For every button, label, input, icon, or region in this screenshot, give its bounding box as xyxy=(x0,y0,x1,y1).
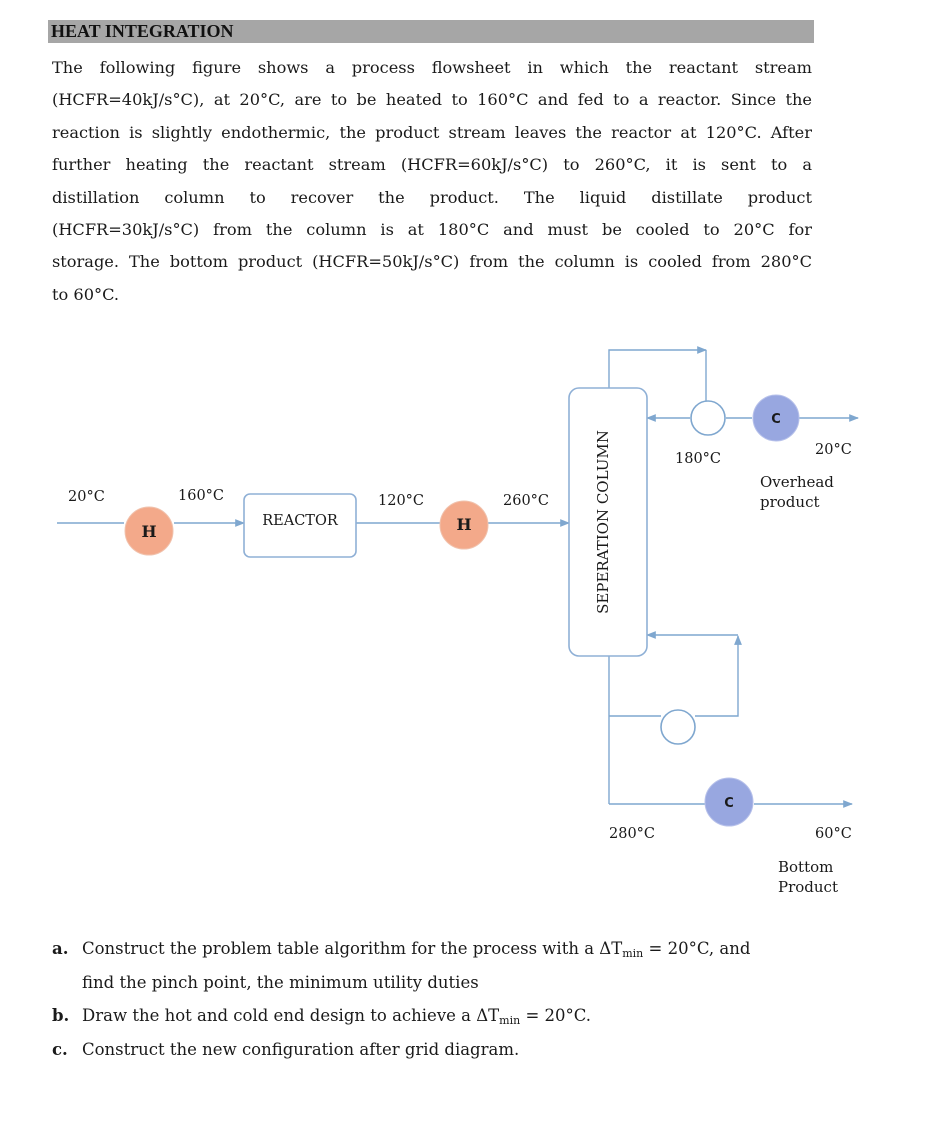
question-a-continued: find the pinch point, the minimum utilit… xyxy=(52,966,822,1000)
temp-reactor-in: 160°C xyxy=(178,488,224,504)
intro-line: further heating the reactant stream (HCF… xyxy=(52,155,812,175)
cooler-top xyxy=(752,394,800,442)
intro-line: distillation column to recover the produ… xyxy=(52,187,812,207)
process-flowsheet: H REACTOR H SEPERATION COLUMN C C 20°C 1… xyxy=(57,346,859,896)
bottom-product-label: Product xyxy=(778,878,838,896)
intro-line: reaction is slightly endothermic, the pr… xyxy=(52,122,812,142)
overhead-product-label: Overhead xyxy=(760,473,834,491)
intro-line: (HCFR=30kJ/s°C) from the column is at 18… xyxy=(52,219,812,239)
intro-line: storage. The bottom product (HCFR=50kJ/s… xyxy=(52,252,812,272)
section-header: HEAT INTEGRATION xyxy=(48,20,814,43)
question-a: a. Construct the problem table algorithm… xyxy=(52,932,822,966)
temp-reactor-out: 120°C xyxy=(378,493,424,509)
question-subscript: min xyxy=(622,947,644,960)
intro-line: The following figure shows a process flo… xyxy=(52,58,812,77)
overhead-vapor-line xyxy=(608,346,707,388)
separation-column xyxy=(568,387,648,657)
questions: a. Construct the problem table algorithm… xyxy=(52,932,822,1066)
reactor xyxy=(243,493,357,558)
intro-line: to 60°C. xyxy=(52,284,120,304)
question-b: b. Draw the hot and cold end design to a… xyxy=(52,999,822,1033)
question-label: c. xyxy=(52,1039,68,1059)
question-text: Draw the hot and cold end design to achi… xyxy=(82,1006,500,1025)
temp-column-feed: 260°C xyxy=(503,493,549,509)
temp-overhead-top: 180°C xyxy=(675,451,721,467)
temp-feed-in: 20°C xyxy=(68,489,105,505)
question-text: Construct the problem table algorithm fo… xyxy=(82,939,623,958)
cooler-bottom xyxy=(704,777,754,827)
reboiler-return-line xyxy=(695,635,742,717)
heater-1 xyxy=(124,506,174,556)
heater-2-label: H xyxy=(456,515,471,534)
condenser xyxy=(690,400,726,436)
reboiler xyxy=(660,709,696,745)
question-subscript: min xyxy=(499,1014,521,1027)
heater-2 xyxy=(439,500,489,550)
question-text: find the pinch point, the minimum utilit… xyxy=(82,972,479,992)
intro-line: (HCFR=40kJ/s°C), at 20°C, are to be heat… xyxy=(52,90,812,110)
separation-column-label: SEPERATION COLUMN xyxy=(594,430,612,614)
reactor-label: REACTOR xyxy=(262,513,339,529)
section-title: HEAT INTEGRATION xyxy=(51,21,234,41)
bottom-product-label: Bottom xyxy=(778,858,833,876)
question-label: b. xyxy=(52,1006,70,1025)
heater-1-label: H xyxy=(141,522,156,541)
question-c: c. Construct the new configuration after… xyxy=(52,1033,822,1067)
question-text: Construct the new configuration after gr… xyxy=(82,1039,520,1059)
temp-overhead-out: 20°C xyxy=(815,442,852,458)
temp-bottom-top: 280°C xyxy=(609,826,655,842)
question-text: = 20°C, and xyxy=(643,939,751,958)
question-text: = 20°C. xyxy=(520,1006,592,1025)
cooler-bottom-label: C xyxy=(724,796,734,811)
problem-statement: The following figure shows a process flo… xyxy=(52,52,812,311)
temp-bottom-out: 60°C xyxy=(815,826,852,842)
overhead-product-label: product xyxy=(760,493,820,511)
question-label: a. xyxy=(52,939,69,958)
cooler-top-label: C xyxy=(771,412,781,427)
